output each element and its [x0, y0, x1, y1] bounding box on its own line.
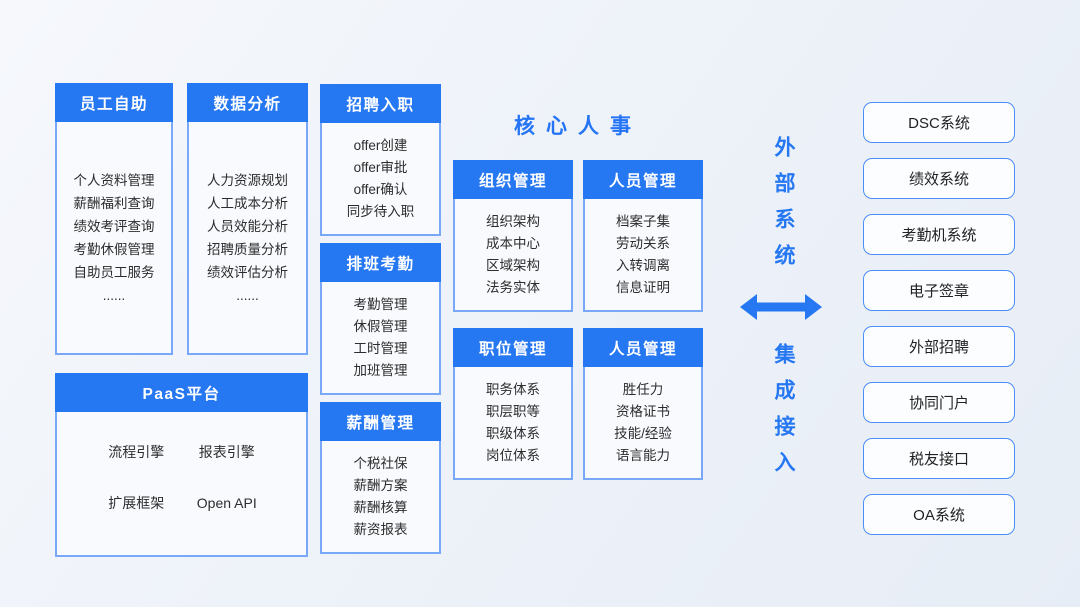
list-item: 个税社保 [353, 455, 408, 471]
module-paas-platform: PaaS平台 流程引擎 报表引擎 扩展框架 Open API [55, 373, 308, 557]
module-recruit-onboarding: 招聘入职 offer创建 offer审批 offer确认 同步待入职 [320, 84, 441, 236]
module-employee-self-service: 员工自助 个人资料管理 薪酬福利查询 绩效考评查询 考勤休假管理 自助员工服务 … [55, 83, 173, 355]
list-item: offer创建 [353, 137, 408, 153]
list-item: 扩展框架 [108, 495, 165, 512]
list-item: 同步待入职 [346, 203, 415, 219]
module-body: offer创建 offer审批 offer确认 同步待入职 [320, 123, 441, 236]
list-item: 成本中心 [486, 235, 540, 251]
list-item: 区域架构 [486, 257, 540, 273]
module-body: 个人资料管理 薪酬福利查询 绩效考评查询 考勤休假管理 自助员工服务 .....… [55, 122, 173, 355]
list-item: 信息证明 [616, 279, 670, 295]
list-item: 休假管理 [353, 318, 408, 334]
module-data-analysis: 数据分析 人力资源规划 人工成本分析 人员效能分析 招聘质量分析 绩效评估分析 … [187, 83, 308, 355]
module-body: 人力资源规划 人工成本分析 人员效能分析 招聘质量分析 绩效评估分析 .....… [187, 122, 308, 355]
list-item: 报表引擎 [198, 443, 255, 460]
module-title: 招聘入职 [320, 84, 441, 123]
module-title: 员工自助 [55, 83, 173, 122]
list-item: 自助员工服务 [73, 264, 155, 280]
external-systems-label: 外部系统 [772, 136, 795, 280]
core-hr-title: 核心人事 [514, 115, 642, 138]
list-item: 绩效评估分析 [207, 264, 288, 280]
module-body: 流程引擎 报表引擎 扩展框架 Open API [55, 412, 308, 557]
list-item: offer审批 [353, 159, 408, 175]
integration-access-label: 集成接入 [772, 343, 795, 487]
module-body: 个税社保 薪酬方案 薪酬核算 薪资报表 [320, 441, 441, 554]
module-org-management: 组织管理 组织架构 成本中心 区域架构 法务实体 [453, 160, 573, 312]
list-item: 加班管理 [353, 362, 408, 378]
module-title: 数据分析 [187, 83, 308, 122]
double-arrow-icon [740, 294, 822, 320]
list-item: 工时管理 [353, 340, 408, 356]
module-title: 职位管理 [453, 328, 573, 367]
module-title: 薪酬管理 [320, 402, 441, 441]
ellipsis-item: ...... [102, 287, 126, 303]
module-people-management-1: 人员管理 档案子集 劳动关系 入转调离 信息证明 [583, 160, 703, 312]
list-item: 人工成本分析 [207, 195, 288, 211]
list-item: 薪酬福利查询 [73, 195, 155, 211]
list-item: 考勤管理 [353, 296, 408, 312]
module-body: 胜任力 资格证书 技能/经验 语言能力 [583, 367, 703, 480]
module-body: 职务体系 职层职等 职级体系 岗位体系 [453, 367, 573, 480]
module-position-management: 职位管理 职务体系 职层职等 职级体系 岗位体系 [453, 328, 573, 480]
module-title: 组织管理 [453, 160, 573, 199]
list-item: 考勤休假管理 [73, 241, 155, 257]
list-item: 语言能力 [616, 447, 670, 463]
list-item: 技能/经验 [614, 425, 672, 441]
list-item: 薪资报表 [353, 521, 408, 537]
list-item: 胜任力 [622, 381, 664, 397]
module-title: 人员管理 [583, 160, 703, 199]
list-item: 职级体系 [486, 425, 540, 441]
list-item: 人力资源规划 [207, 172, 288, 188]
list-item: 劳动关系 [616, 235, 670, 251]
list-item: 薪酬方案 [353, 477, 408, 493]
module-body: 考勤管理 休假管理 工时管理 加班管理 [320, 282, 441, 395]
module-title: 人员管理 [583, 328, 703, 367]
list-item: 职层职等 [486, 403, 540, 419]
list-item: 流程引擎 [108, 443, 165, 460]
module-compensation: 薪酬管理 个税社保 薪酬方案 薪酬核算 薪资报表 [320, 402, 441, 554]
external-system-external-recruiting: 外部招聘 [863, 326, 1015, 367]
module-body: 档案子集 劳动关系 入转调离 信息证明 [583, 199, 703, 312]
list-item: 薪酬核算 [353, 499, 408, 515]
list-item: 法务实体 [486, 279, 540, 295]
list-item: offer确认 [353, 181, 408, 197]
list-item: 职务体系 [486, 381, 540, 397]
module-people-management-2: 人员管理 胜任力 资格证书 技能/经验 语言能力 [583, 328, 703, 480]
list-item: 资格证书 [616, 403, 670, 419]
module-title: 排班考勤 [320, 243, 441, 282]
list-item: 档案子集 [616, 213, 670, 229]
list-item: 招聘质量分析 [207, 241, 288, 257]
external-system-collab-portal: 协同门户 [863, 382, 1015, 423]
list-item: 组织架构 [486, 213, 540, 229]
external-system-oa: OA系统 [863, 494, 1015, 535]
external-system-performance: 绩效系统 [863, 158, 1015, 199]
external-system-esignature: 电子签章 [863, 270, 1015, 311]
external-system-dsc: DSC系统 [863, 102, 1015, 143]
module-shift-attendance: 排班考勤 考勤管理 休假管理 工时管理 加班管理 [320, 243, 441, 395]
list-item: 个人资料管理 [73, 172, 155, 188]
list-item: 入转调离 [616, 257, 670, 273]
list-item: 人员效能分析 [207, 218, 288, 234]
list-item: 岗位体系 [486, 447, 540, 463]
ellipsis-item: ...... [236, 287, 259, 303]
module-title: PaaS平台 [55, 373, 308, 412]
list-item: 绩效考评查询 [73, 218, 155, 234]
external-system-attendance-machine: 考勤机系统 [863, 214, 1015, 255]
external-system-tax-interface: 税友接口 [863, 438, 1015, 479]
list-item: Open API [196, 495, 257, 512]
module-body: 组织架构 成本中心 区域架构 法务实体 [453, 199, 573, 312]
